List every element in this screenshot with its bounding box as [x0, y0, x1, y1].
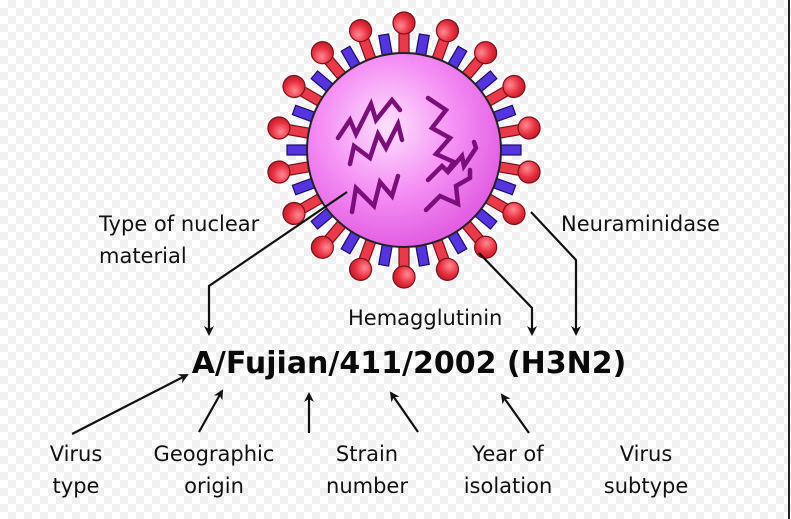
hemagglutinin-spike — [494, 160, 541, 184]
hemagglutinin-spike — [267, 116, 314, 140]
rna-segments-icon — [335, 95, 479, 215]
arrow-year-of-isolation — [389, 391, 419, 433]
label-line: Year of — [472, 442, 544, 466]
label-line: number — [326, 474, 408, 498]
virus-envelope — [306, 52, 502, 248]
label-neuraminidase: Neuraminidase — [561, 212, 720, 236]
frame-edge — [788, 0, 790, 519]
label-line: type — [52, 474, 100, 498]
arrow-nuclear-material — [204, 191, 348, 336]
label-line: Virus — [49, 442, 103, 466]
label-strain-number: Strain number — [326, 438, 408, 502]
label-year-of-isolation: Year of isolation — [464, 438, 553, 502]
hemagglutinin-spike — [392, 11, 416, 58]
label-line: Type of nuclear — [99, 212, 260, 236]
arrow-neuraminidase — [530, 211, 581, 336]
label-virus-subtype: Virus subtype — [604, 438, 689, 502]
label-geographic-origin: Geographic origin — [154, 438, 275, 502]
arrow-geographic-origin — [198, 389, 223, 433]
label-line: isolation — [463, 474, 553, 498]
label-line: subtype — [603, 474, 689, 498]
strain-name: A/Fujian/411/2002 (H3N2) — [191, 346, 627, 381]
label-line: Strain — [335, 442, 399, 466]
arrow-virus-type — [71, 374, 189, 435]
label-line: material — [99, 244, 187, 268]
arrow-hemagglutinin — [478, 252, 537, 336]
label-hemagglutinin: Hemagglutinin — [348, 306, 503, 330]
hemagglutinin-spike — [494, 116, 541, 140]
arrow-virus-subtype — [500, 393, 530, 434]
label-line: origin — [184, 474, 244, 498]
hemagglutinin-spike — [267, 160, 314, 184]
annotation-arrows — [71, 191, 581, 435]
label-nuclear-material: Type of nuclear material — [99, 208, 259, 272]
label-virus-type: Virus type — [50, 438, 103, 502]
label-line: Virus — [619, 442, 673, 466]
label-line: Geographic — [153, 442, 275, 466]
hemagglutinin-spike — [392, 242, 416, 289]
